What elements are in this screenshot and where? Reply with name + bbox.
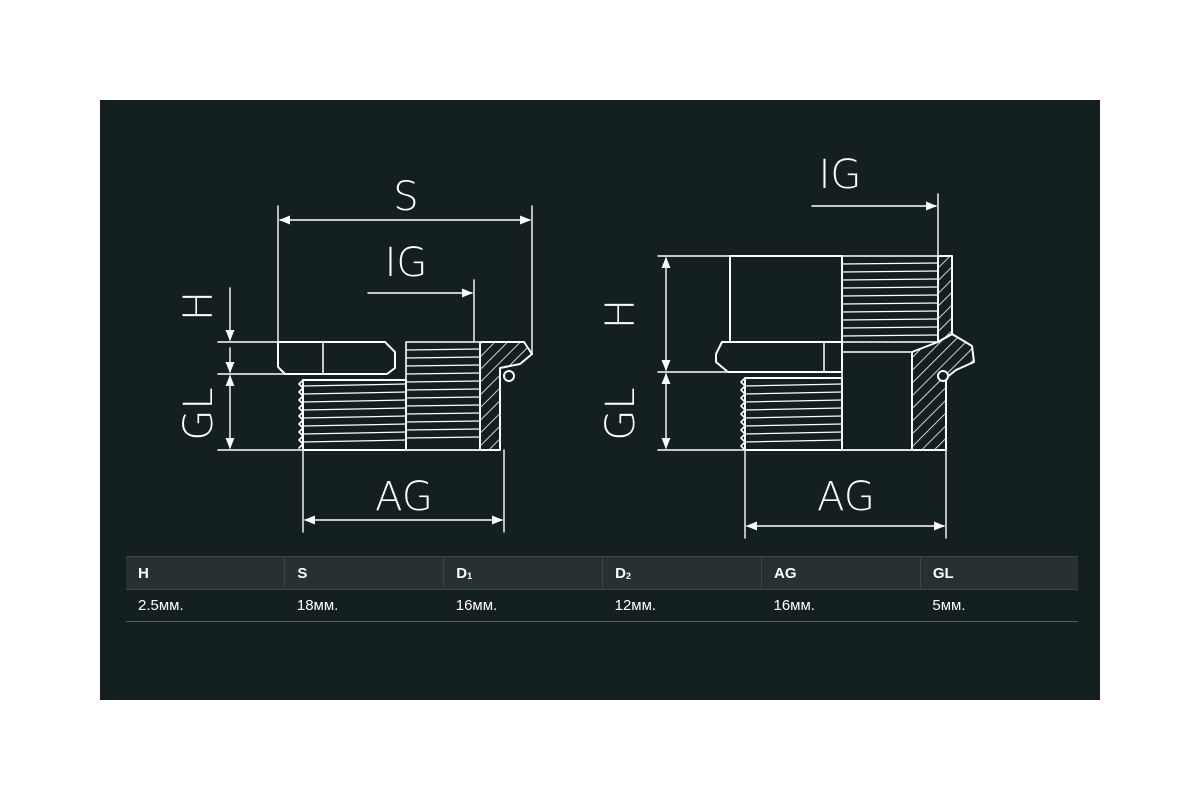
right-thread-body — [744, 377, 843, 451]
spec-header-s: S — [284, 556, 444, 590]
label-ag-left: AG — [375, 474, 433, 520]
right-lower-section-hatch — [911, 333, 975, 451]
left-section-hatch — [479, 341, 533, 451]
spec-value-row: 2.5мм. 18мм. 16мм. 12мм. 16мм. 5мм. — [126, 589, 1078, 622]
spec-value-gl: 5мм. — [920, 589, 1078, 622]
label-gl-right: GL — [598, 387, 644, 440]
spec-value-d2: 12мм. — [602, 589, 762, 622]
left-inner-thread-lines — [405, 348, 481, 439]
diagram-panel: S IG H GL AG — [100, 100, 1100, 700]
left-fitting: S IG H GL AG — [176, 174, 533, 533]
right-thread-lines — [744, 383, 843, 443]
right-upper-thread-lines — [841, 262, 939, 337]
spec-header-row: H S D1 D2 AG GL — [126, 556, 1078, 590]
label-h-right: H — [598, 299, 644, 329]
label-gl-left: GL — [176, 387, 222, 440]
label-ag-right: AG — [817, 474, 875, 520]
label-h-left: H — [176, 291, 222, 321]
spec-header-d2: D2 — [602, 556, 762, 590]
right-upper-section-hatch — [937, 255, 953, 343]
spec-header-ag: AG — [760, 556, 921, 590]
label-ig-left: IG — [385, 240, 428, 286]
right-outer-thread — [740, 377, 746, 451]
spec-value-h: 2.5мм. — [126, 589, 285, 622]
right-upper-body — [729, 255, 843, 343]
spec-value-d1: 16мм. — [443, 589, 603, 622]
left-thread-lines — [302, 383, 407, 443]
left-hex-head — [277, 341, 396, 375]
label-s: S — [393, 174, 418, 220]
right-fitting: IG H GL AG — [598, 152, 975, 539]
left-seal-ring — [503, 370, 515, 382]
spec-header-h: H — [126, 556, 285, 590]
spec-header-d1: D1 — [443, 556, 603, 590]
right-seal-ring — [937, 370, 949, 382]
spec-header-gl: GL — [919, 556, 1078, 590]
left-outer-thread — [298, 379, 304, 449]
right-hex-collar — [715, 341, 843, 373]
spec-table: H S D1 D2 AG GL 2.5мм. 18мм. 16мм. 12мм.… — [126, 556, 1078, 622]
left-thread-body — [302, 379, 407, 451]
technical-drawing: S IG H GL AG — [176, 152, 975, 539]
spec-value-s: 18мм. — [284, 589, 444, 622]
label-ig-right: IG — [819, 152, 862, 198]
spec-value-ag: 16мм. — [761, 589, 921, 622]
